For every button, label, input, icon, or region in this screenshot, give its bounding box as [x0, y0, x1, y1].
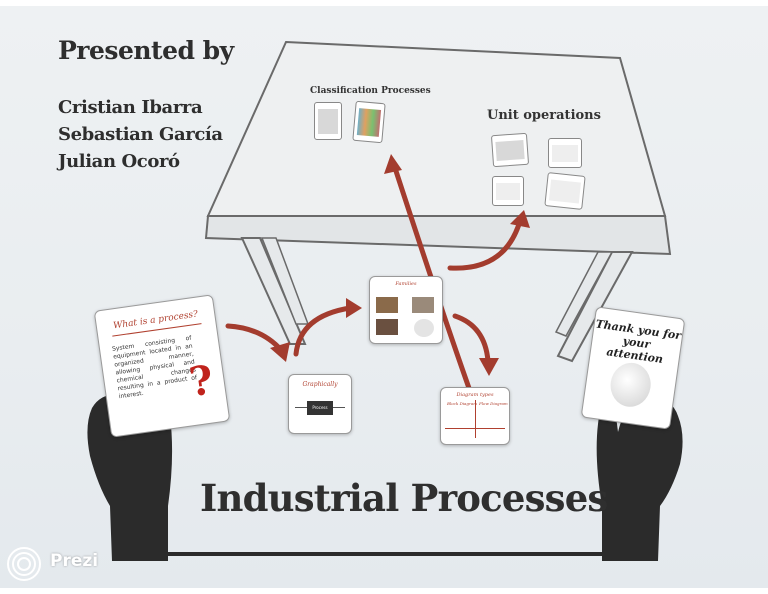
presenter-name: Julian Ocoró [58, 151, 180, 172]
diagram-types-title: Diagram types [456, 392, 494, 398]
unit-ops-thumb-4[interactable] [544, 172, 586, 210]
presented-by-heading: Presented by [58, 36, 234, 65]
block-diagram-label: Block Diagram [447, 401, 478, 406]
table-edge [204, 215, 672, 256]
main-title: Industrial Processes [200, 476, 608, 520]
thank-you-text: Thank you for your attention [594, 317, 682, 367]
family-image-4 [414, 319, 434, 337]
classification-thumb-1[interactable] [314, 102, 342, 140]
presentation-canvas: Presented by Cristian Ibarra Sebastian G… [0, 6, 768, 588]
column-divider [475, 400, 476, 438]
row-divider [445, 428, 505, 429]
scene-drawing [87, 40, 683, 561]
arrow-head-2 [346, 298, 362, 318]
classification-thumb-2[interactable] [352, 100, 386, 144]
table-leg-left-front [240, 237, 307, 345]
family-image-3 [376, 319, 398, 335]
family-image-2 [412, 297, 434, 313]
prezi-brand-text: Prezi [50, 551, 99, 571]
graphically-title: Graphically [302, 381, 338, 388]
presenter-name: Cristian Ibarra [58, 97, 203, 118]
arrow-to-unit-ops [447, 218, 523, 271]
arrow-head-5 [479, 358, 499, 376]
arrow-head-3 [384, 154, 402, 174]
arrow-to-diagrams [452, 313, 491, 364]
unit-ops-thumb-3[interactable] [492, 176, 524, 206]
right-hand [596, 398, 683, 561]
families-card[interactable]: Families [369, 276, 443, 344]
thank-you-card[interactable]: Thank you for your attention [580, 306, 686, 430]
presenter-list: Cristian Ibarra Sebastian García Julian … [58, 94, 223, 175]
unit-operations-label[interactable]: Unit operations [487, 108, 601, 123]
table-leg-right-back [554, 251, 614, 337]
presenter-name: Sebastian García [58, 124, 223, 145]
process-box: Process [307, 401, 333, 415]
mascot-image [607, 360, 654, 410]
unit-ops-thumb-1[interactable] [490, 132, 530, 168]
table-top [206, 40, 667, 217]
unit-ops-thumb-2[interactable] [548, 138, 582, 168]
output-line [333, 407, 345, 408]
table-leg-right [556, 251, 634, 363]
classification-processes-label[interactable]: Classification Processes [310, 86, 431, 96]
arrow-head-1 [270, 342, 290, 362]
input-line [295, 407, 307, 408]
what-is-process-text: System consisting of equipment located i… [111, 334, 198, 401]
question-mark-icon: ? [186, 356, 217, 407]
arrow-head-4 [510, 210, 530, 228]
arrow-graph-to-families [293, 305, 353, 357]
what-is-process-card[interactable]: What is a process? System consisting of … [93, 294, 231, 438]
graphically-card[interactable]: Graphically Process [288, 374, 352, 434]
flow-diagram-label: Flow Diagram [479, 401, 508, 406]
diagram-types-card[interactable]: Diagram types Block Diagram Flow Diagram [440, 387, 510, 445]
left-hand [87, 392, 173, 561]
family-image-1 [376, 297, 398, 313]
prezi-logo-icon [7, 547, 41, 581]
families-title: Families [395, 281, 417, 287]
